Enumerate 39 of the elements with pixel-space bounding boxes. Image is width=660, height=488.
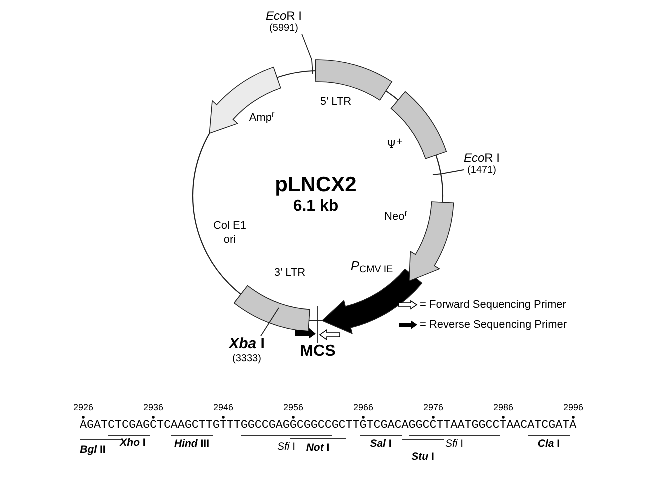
feature-label: Neo$^{r}$	[384, 208, 408, 225]
restriction-site-label: EcoR I	[464, 152, 500, 166]
restriction-site-label: Xba I	[229, 336, 265, 353]
legend-text: = Forward Sequencing Primer	[420, 298, 566, 313]
position-number: 2986	[493, 401, 514, 414]
feature-label: Amp$^{r}$	[249, 110, 275, 126]
site-position: (5991)	[270, 23, 298, 34]
plasmid-size: 6.1 kb	[293, 197, 339, 217]
position-number: 2966	[353, 401, 374, 414]
leader-line	[302, 34, 314, 74]
enzyme-site-label: Bgl II	[80, 443, 106, 458]
position-number: 2946	[213, 401, 234, 414]
restriction-site-label: EcoR I	[266, 10, 302, 24]
feature-label: Col E1 ori	[212, 219, 248, 247]
position-number: 2976	[423, 401, 444, 414]
enzyme-site-label: Sfi I	[277, 440, 296, 456]
feature-label: 5' LTR	[320, 94, 352, 110]
site-position: (3333)	[232, 352, 262, 364]
feature-label: Ψ$^{+}$	[386, 136, 404, 153]
leader-line	[260, 308, 280, 337]
leader-line	[432, 170, 464, 176]
position-number: 2926	[73, 401, 94, 414]
enzyme-site-label: Sfi I	[445, 437, 464, 452]
dna-sequence: AGATCTCGAGCTCAAGCTTGTTTGGCCGAGGCGGCCGCTTGTCGACAGGCCTTAATGGCCTAACATCGATA	[80, 418, 577, 432]
plasmid-name: pLNCX2	[275, 172, 357, 198]
position-number: 2956	[283, 401, 304, 414]
feature-label: 3' LTR	[274, 266, 306, 281]
feature-label: P$_{CMV IE}$	[350, 257, 394, 276]
site-position: (1471)	[468, 165, 496, 176]
position-number: 2936	[143, 401, 164, 414]
position-number: 2996	[563, 401, 584, 414]
enzyme-site-label: Sal I	[370, 437, 392, 452]
legend-text: = Reverse Sequencing Primer	[420, 318, 568, 332]
enzyme-site-label: Not I	[306, 441, 330, 456]
restriction-site-label: MCS	[300, 343, 336, 361]
enzyme-site-label: Hind III	[174, 437, 210, 452]
enzyme-site-label: Stu I	[412, 450, 434, 466]
enzyme-site-label: Cla I	[538, 437, 560, 452]
enzyme-site-label: Xho I	[120, 436, 146, 452]
